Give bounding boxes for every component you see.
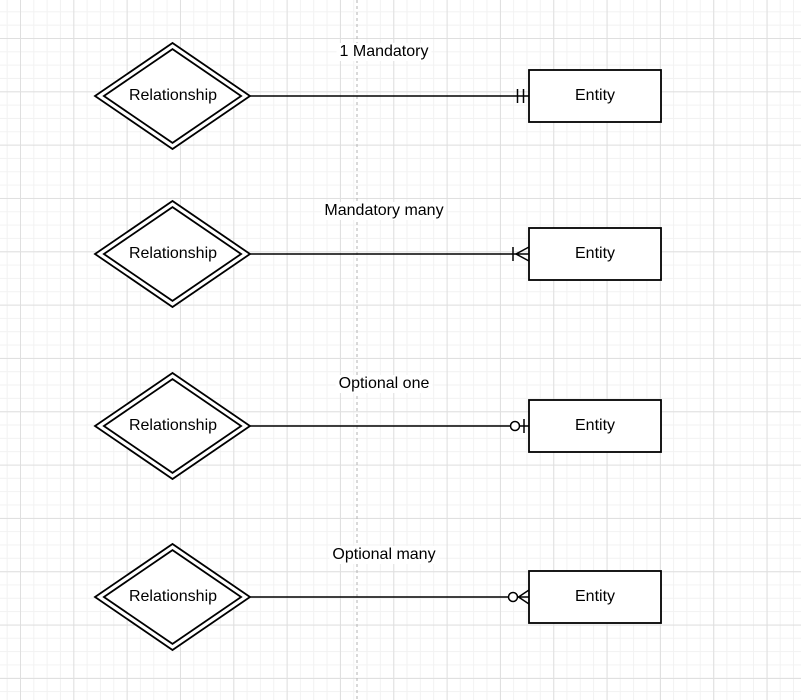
connector-optional-one[interactable]: [250, 419, 529, 433]
edge-label-optional-one[interactable]: Optional one: [335, 375, 433, 393]
optional-many-marker-icon: [507, 589, 530, 605]
entity-label-2[interactable]: Entity: [574, 245, 616, 262]
relationship-label-4[interactable]: Relationship: [128, 588, 218, 605]
optional-one-marker-icon: [509, 419, 525, 433]
edge-label-mandatory-one[interactable]: 1 Mandatory: [336, 43, 432, 61]
connector-mandatory-one[interactable]: [250, 89, 529, 103]
entity-box-4[interactable]: [528, 570, 662, 624]
relationship-label-2[interactable]: Relationship: [128, 245, 218, 262]
relationship-diamond-4[interactable]: [93, 542, 252, 652]
entity-label-4[interactable]: Entity: [574, 588, 616, 605]
mandatory-one-marker-icon: [516, 89, 525, 103]
connector-mandatory-many[interactable]: [250, 246, 530, 262]
entity-box-3[interactable]: [528, 399, 662, 453]
diamond-inner: [102, 48, 243, 144]
entity-box-1[interactable]: [528, 69, 662, 123]
entity-label-3[interactable]: Entity: [574, 417, 616, 434]
relationship-label-1[interactable]: Relationship: [128, 87, 218, 104]
edge-label-optional-many[interactable]: Optional many: [329, 546, 439, 564]
edge-label-mandatory-many[interactable]: Mandatory many: [321, 202, 447, 220]
diamond-inner: [102, 549, 243, 645]
diamond-inner: [102, 378, 243, 474]
diamond-inner: [102, 206, 243, 302]
mandatory-many-marker-icon: [512, 246, 530, 262]
relationship-diamond-2[interactable]: [93, 199, 252, 309]
relationship-label-3[interactable]: Relationship: [128, 417, 218, 434]
connector-optional-many[interactable]: [250, 589, 530, 605]
entity-label-1[interactable]: Entity: [574, 87, 616, 104]
relationship-diamond-3[interactable]: [93, 371, 252, 481]
relationship-diamond-1[interactable]: [93, 41, 252, 151]
entity-box-2[interactable]: [528, 227, 662, 281]
